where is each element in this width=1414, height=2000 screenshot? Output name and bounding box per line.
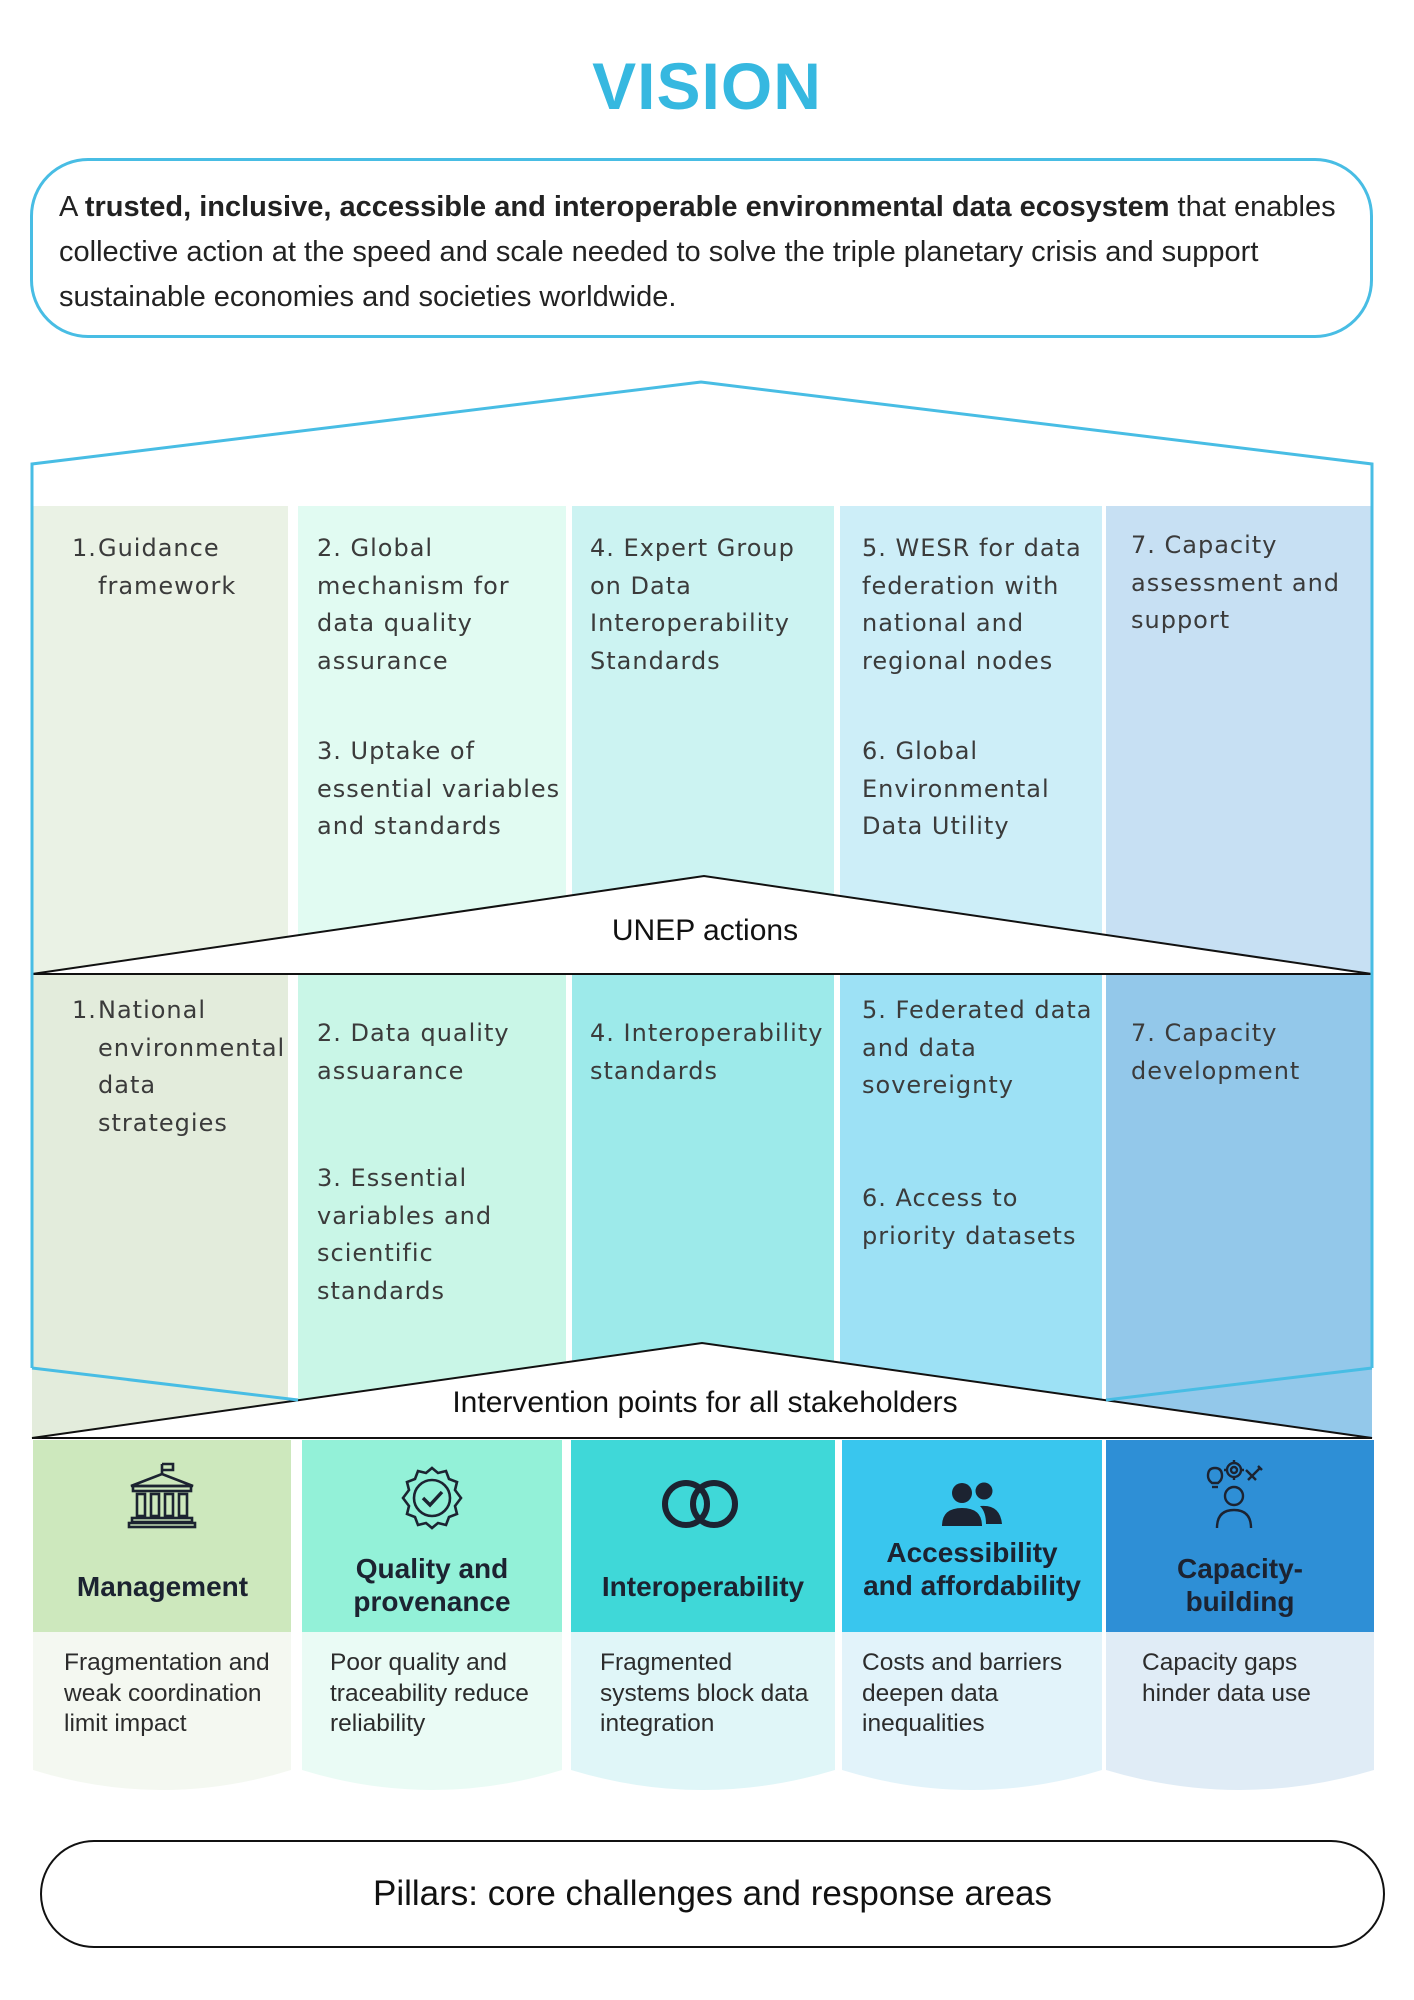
pillars-footer: Pillars: core challenges and response ar… xyxy=(40,1840,1385,1948)
unep-col-1-bg xyxy=(32,506,288,974)
unep-col-2-bg xyxy=(298,506,566,974)
vision-statement: A trusted, inclusive, accessible and int… xyxy=(59,191,1336,313)
unep-actions-columns xyxy=(32,506,1372,974)
pillar-2-header-bg xyxy=(302,1440,562,1632)
intervention-col-4-bg xyxy=(840,974,1102,1438)
vision-statement-box: A trusted, inclusive, accessible and int… xyxy=(30,158,1373,338)
intervention-point-3: 3. Essential variables and scientific st… xyxy=(317,1164,493,1305)
unep-actions-label: UNEP actions xyxy=(611,914,799,947)
pillar-desc-management: Fragmentation and weak coordination limi… xyxy=(64,1649,270,1737)
pillar-3-desc-bg xyxy=(571,1632,835,1790)
unep-action-5: 5. WESR for data federation with nationa… xyxy=(862,534,1082,675)
unep-action-2: 2. Global mechanism for data quality ass… xyxy=(317,534,510,675)
pillar-title-management: Management xyxy=(76,1571,249,1602)
intervention-point-6: 6. Access to priority datasets xyxy=(862,1184,1077,1250)
unep-action-1: 1.Guidance framework xyxy=(72,534,237,600)
users-icon xyxy=(942,1482,1002,1526)
intervention-col-5-bg xyxy=(1106,974,1372,1438)
pillar-5-desc-bg xyxy=(1106,1632,1374,1790)
pillar-4-desc-bg xyxy=(842,1632,1102,1790)
house-roof-frame xyxy=(30,380,1374,506)
pillar-desc-capacity: Capacity gaps hinder data use xyxy=(1142,1649,1311,1707)
intervention-point-1: 1.National environmental data strategies xyxy=(72,996,286,1137)
person-ideas-icon xyxy=(1206,1460,1263,1529)
vision-title: VISION xyxy=(592,49,822,123)
unep-col-4-bg xyxy=(840,506,1102,974)
unep-action-6: 6. Global Environmental Data Utility xyxy=(862,737,1050,840)
pillar-desc-interoperability: Fragmented systems block data integratio… xyxy=(600,1649,809,1737)
unep-action-4: 4. Expert Group on Data Interoperability… xyxy=(590,534,795,675)
intervention-point-7: 7. Capacity development xyxy=(1131,1019,1301,1085)
verified-badge-icon xyxy=(401,1466,463,1530)
pillar-title-interoperability: Interoperability xyxy=(601,1571,805,1602)
pillar-4-header-bg xyxy=(842,1440,1102,1632)
intervention-roof xyxy=(31,1341,1373,1439)
institution-icon xyxy=(127,1462,197,1529)
house-left-base xyxy=(31,1366,299,1402)
intervention-point-5: 5. Federated data and data sovereignty xyxy=(862,996,1093,1099)
unep-actions-roof xyxy=(31,874,1373,975)
house-right-base xyxy=(1105,1366,1373,1402)
pillar-2-desc-bg xyxy=(302,1632,562,1790)
pillar-title-capacity: Capacity-building xyxy=(1176,1553,1304,1617)
pillar-desc-accessibility: Costs and barriers deepen data inequalit… xyxy=(862,1649,1063,1737)
intervention-point-2: 2. Data quality assuarance xyxy=(317,1019,510,1085)
pillar-3-header-bg xyxy=(571,1440,835,1632)
intervention-col-2-bg xyxy=(298,974,566,1438)
pillar-title-accessibility: Accessibility and affordability xyxy=(863,1537,1081,1601)
intervention-point-4: 4. Interoperability standards xyxy=(590,1019,824,1085)
unep-action-3: 3. Uptake of essential variables and sta… xyxy=(317,737,561,840)
pillar-title-quality: Quality and provenance xyxy=(353,1553,511,1617)
unep-col-5-bg xyxy=(1106,506,1372,974)
intervention-col-1-bg xyxy=(32,974,288,1438)
pillar-1-desc-bg xyxy=(33,1632,291,1790)
unep-action-7: 7. Capacity assessment and support xyxy=(1131,531,1341,634)
vision-statement-emphasis: trusted, inclusive, accessible and inter… xyxy=(84,191,1170,223)
pillar-desc-quality: Poor quality and traceability reduce rel… xyxy=(330,1649,529,1737)
link-icon xyxy=(662,1480,738,1528)
intervention-points-label: Intervention points for all stakeholders xyxy=(452,1386,958,1419)
